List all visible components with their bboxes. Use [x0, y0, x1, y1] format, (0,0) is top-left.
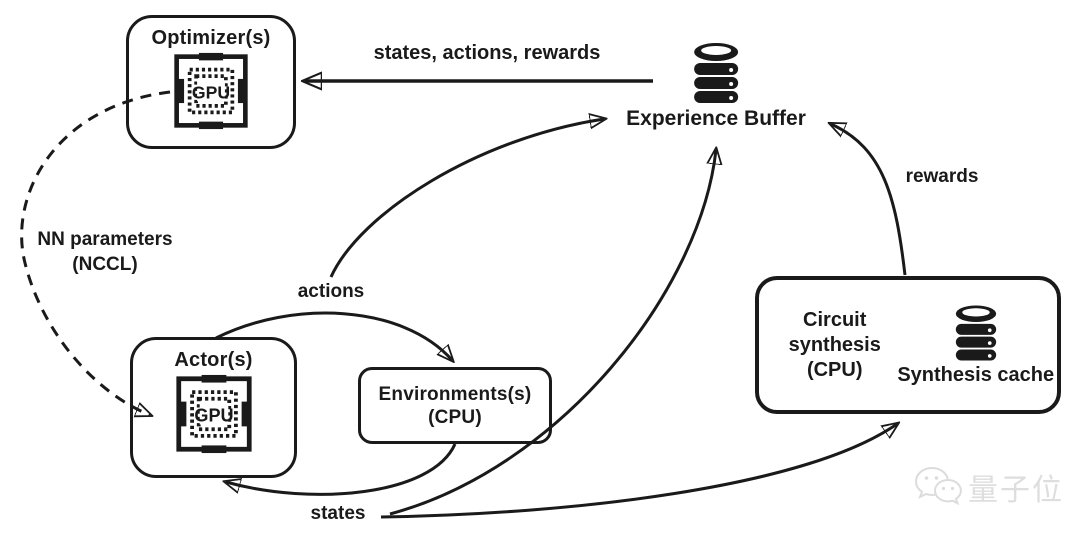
database-icon — [693, 43, 738, 103]
optimizer-gpu-label: GPU — [192, 82, 230, 102]
environments-label-line2: (CPU) — [428, 406, 482, 428]
node-actor: Actor(s) GPU — [130, 337, 297, 478]
environments-label-line1: Environments(s) — [378, 383, 532, 405]
watermark: 量子位 — [912, 464, 1064, 510]
actor-label: Actor(s) — [174, 349, 253, 371]
gpu-chip-icon: GPU — [175, 374, 252, 454]
edge-label-states: states — [310, 503, 366, 524]
synthesis-cache: Synthesis cache — [894, 304, 1057, 387]
watermark-text: 量子位 — [968, 474, 1064, 507]
edge-label-actions: actions — [297, 281, 365, 302]
database-icon — [955, 305, 996, 360]
node-circuit-synthesis: Circuit synthesis (CPU) Synthesis cache — [755, 276, 1061, 414]
circuit-label-line2: synthesis — [788, 333, 881, 356]
circuit-synthesis-label: Circuit synthesis (CPU) — [783, 308, 886, 383]
experience-buffer-label: Experience Buffer — [626, 107, 806, 130]
nn-parameters-line2: (NCCL) — [72, 254, 138, 275]
arrow-actions-to-buffer — [329, 119, 604, 278]
circuit-label-line1: Circuit — [803, 308, 867, 331]
edge-label-nn-parameters: NN parameters (NCCL) — [37, 227, 172, 277]
experience-buffer: Experience Buffer — [626, 42, 806, 131]
actor-gpu-label: GPU — [194, 406, 233, 426]
optimizer-label: Optimizer(s) — [151, 27, 271, 49]
edge-label-states-actions-rewards: states, actions, rewards — [373, 42, 601, 64]
circuit-label-line3: (CPU) — [806, 358, 863, 381]
node-optimizer: Optimizer(s) GPU — [126, 15, 296, 149]
arrow-states-to-buffer — [389, 150, 716, 516]
arrow-rewards-to-buffer — [831, 124, 907, 276]
node-environments: Environments(s) (CPU) — [358, 367, 552, 444]
wechat-icon — [914, 466, 962, 506]
gpu-chip-icon: GPU — [174, 52, 248, 130]
edge-label-rewards: rewards — [905, 166, 979, 187]
nn-parameters-line1: NN parameters — [37, 229, 173, 250]
synthesis-cache-label: Synthesis cache — [897, 363, 1055, 386]
